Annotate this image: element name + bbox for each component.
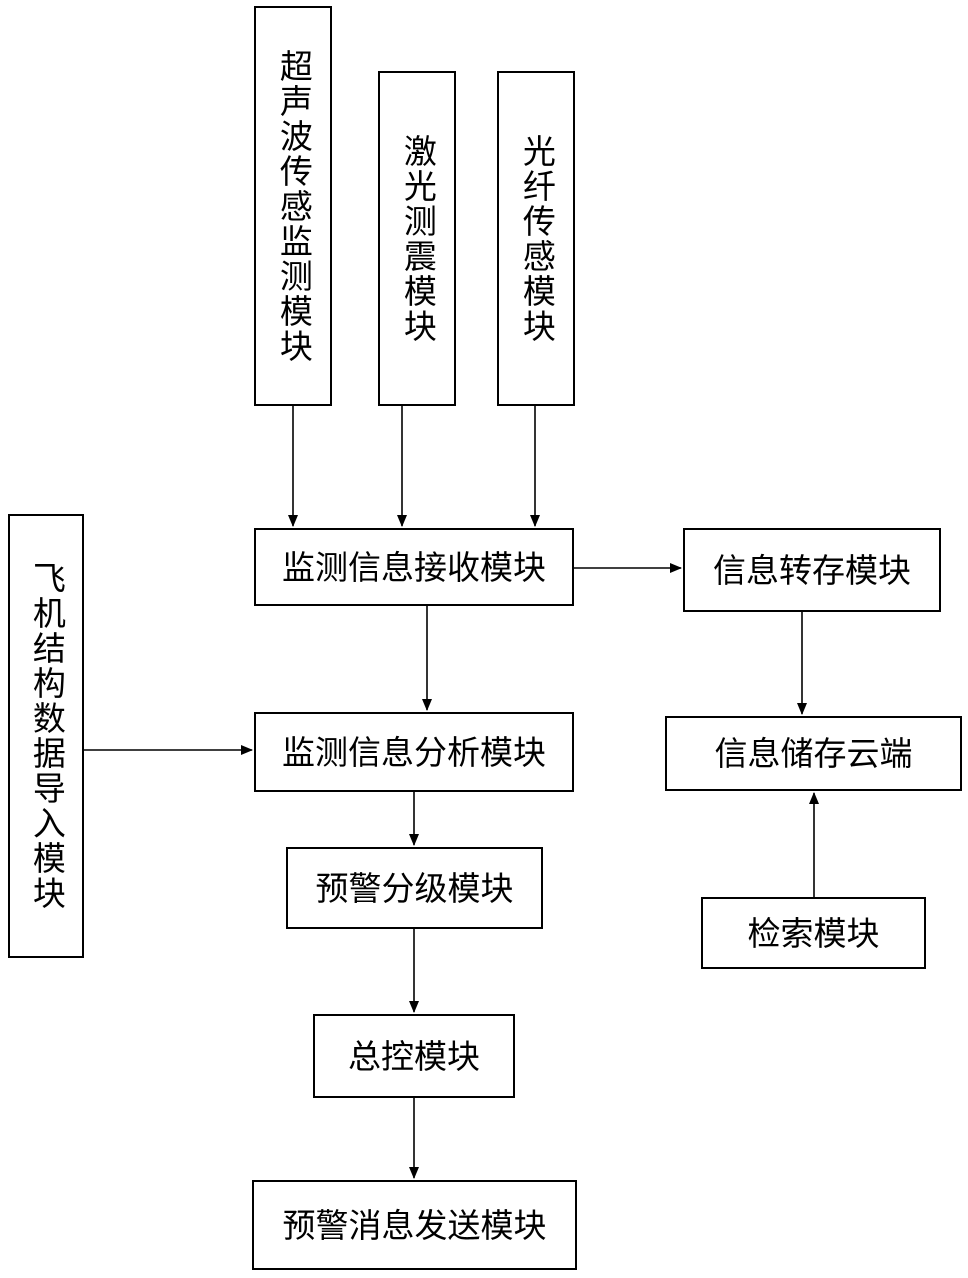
- connector-arrows: [0, 0, 968, 1278]
